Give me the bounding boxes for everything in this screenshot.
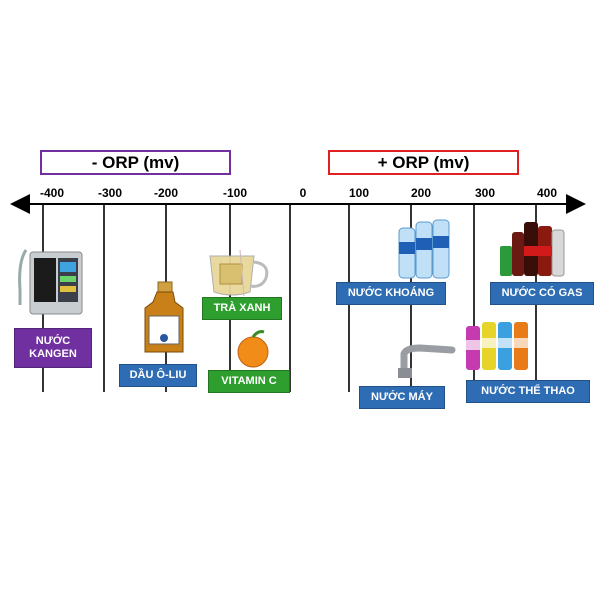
tick-label: 0 xyxy=(299,186,307,200)
faucet-icon xyxy=(398,344,456,378)
tea-cup-icon xyxy=(209,249,269,297)
label-sports-drink: NƯỚC THỂ THAO xyxy=(466,380,590,403)
label-tap-water: NƯỚC MÁY xyxy=(359,386,445,409)
water-ionizer-icon xyxy=(18,249,83,315)
negative-orp-header: - ORP (mv) xyxy=(40,150,231,175)
label-green-tea: TRÀ XANH xyxy=(202,297,282,320)
tick-label: -100 xyxy=(222,186,248,200)
label-mineral-water: NƯỚC KHOÁNG xyxy=(336,282,446,305)
tick-label: 400 xyxy=(536,186,558,200)
tick-label: 100 xyxy=(348,186,370,200)
sports-drink-bottles-icon xyxy=(466,322,528,370)
orange-icon xyxy=(237,330,269,368)
tick-label: 300 xyxy=(474,186,496,200)
olive-oil-bottle-icon xyxy=(144,281,184,353)
soda-bottles-icon xyxy=(500,222,565,277)
diagram-background xyxy=(0,134,596,416)
label-vitamin-c: VITAMIN C xyxy=(208,370,290,393)
tick-label: -400 xyxy=(39,186,65,200)
tick-label: 200 xyxy=(410,186,432,200)
positive-orp-header: + ORP (mv) xyxy=(328,150,519,175)
label-soda: NƯỚC CÓ GAS xyxy=(490,282,594,305)
tick-label: -200 xyxy=(153,186,179,200)
label-olive-oil: DẦU Ô-LIU xyxy=(119,364,197,387)
water-bottles-icon xyxy=(398,219,450,279)
tick-label: -300 xyxy=(97,186,123,200)
guide-lines xyxy=(42,205,537,392)
label-kangen-water: NƯỚC KANGEN xyxy=(14,328,92,368)
